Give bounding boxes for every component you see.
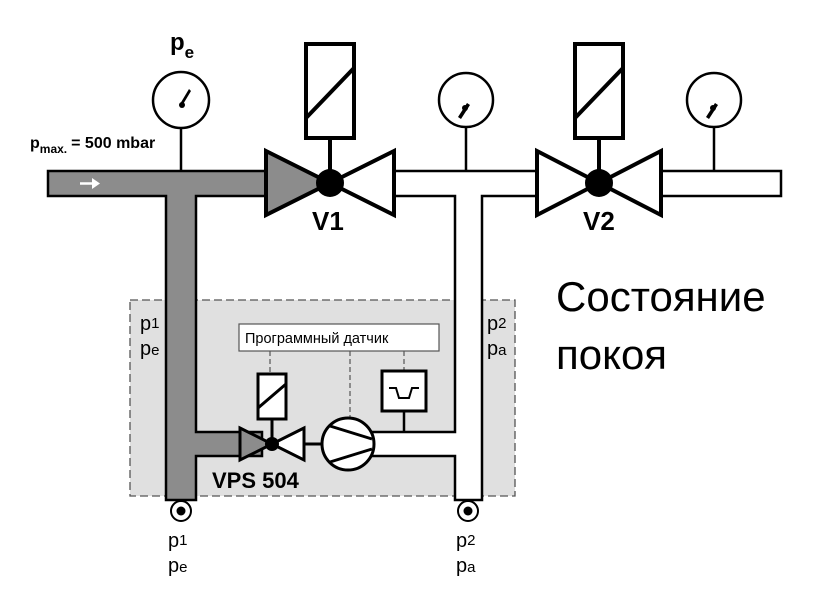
pressure-gauge-icon <box>685 71 743 171</box>
pressure-gauge-icon <box>437 71 495 171</box>
connection-port-icon <box>170 500 192 522</box>
inner-right-p2: p2 <box>487 313 506 335</box>
pump-icon <box>304 416 376 472</box>
solenoid-coil-icon <box>256 372 288 438</box>
pmax-label: pmax.= 500 mbar <box>30 135 155 156</box>
pe-top-label: pe <box>170 29 194 62</box>
inner-left-pe: pe <box>140 338 159 360</box>
bottom-right-pa: pa <box>456 555 476 577</box>
bottom-right-p2: p2 <box>456 530 475 552</box>
program-sensor-label: Программный датчик <box>245 331 389 347</box>
valve-icon <box>264 42 396 219</box>
v1-label: V1 <box>312 206 344 236</box>
connection-port-icon <box>457 500 479 522</box>
flow-arrow-icon <box>80 178 100 189</box>
pressure-switch-icon <box>380 369 428 432</box>
bottom-left-p1: p1 <box>168 530 187 552</box>
pressure-gauge-icon <box>151 70 211 171</box>
bottom-left-pe: pe <box>168 555 187 577</box>
program-sensor-block <box>238 323 440 425</box>
v2-label: V2 <box>583 206 615 236</box>
state-title-line1: Состояние <box>556 273 766 320</box>
inner-left-p1: p1 <box>140 313 159 335</box>
valve-icon <box>535 42 663 219</box>
inner-right-pa: pa <box>487 338 507 360</box>
state-title-line2: покоя <box>556 331 667 378</box>
vps-label: VPS 504 <box>212 468 300 493</box>
